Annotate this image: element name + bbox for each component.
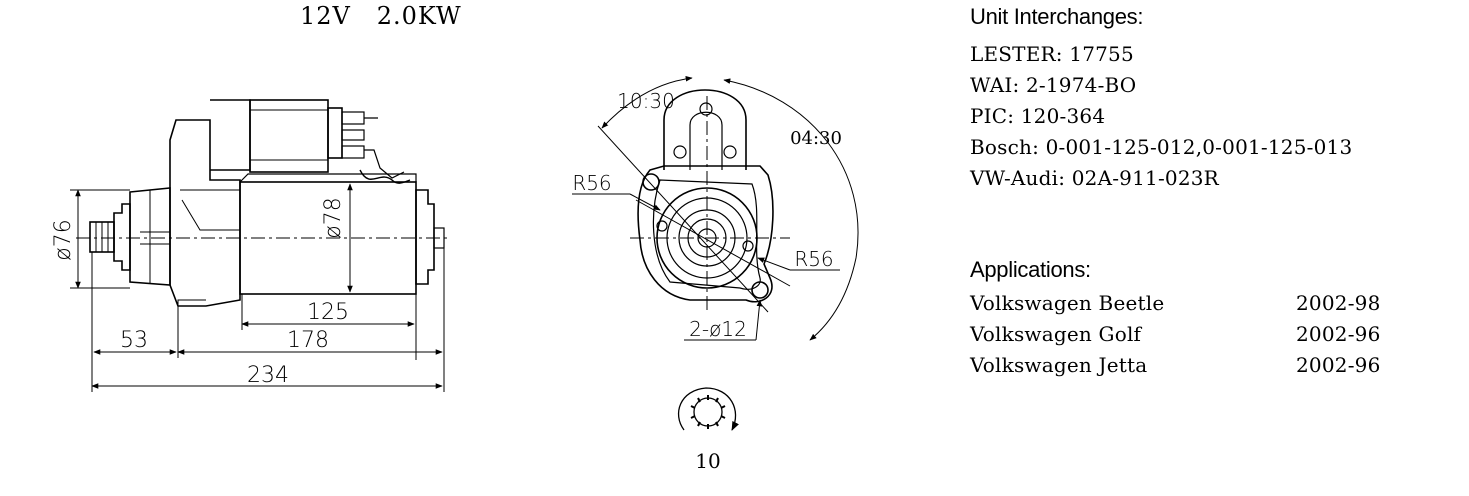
starter-front-view xyxy=(597,89,791,313)
application-years: 2002-96 xyxy=(1296,322,1381,346)
spec-voltage: 12V xyxy=(300,2,351,30)
dim-diameter-76: ø76 xyxy=(51,219,76,260)
side-view-dimensions xyxy=(70,183,445,392)
interchange-lester: LESTER: 17755 xyxy=(970,42,1134,66)
solenoid-terminal xyxy=(327,107,343,159)
interchanges-heading: Unit Interchanges: xyxy=(970,4,1144,29)
mounting-flange xyxy=(169,119,241,307)
application-vehicle: Volkswagen Beetle xyxy=(970,291,1165,315)
dim-length-178: 178 xyxy=(287,328,329,353)
solenoid-cap xyxy=(210,99,251,171)
end-cap xyxy=(415,189,435,285)
drive-collar xyxy=(113,203,131,271)
interchange-bosch: Bosch: 0-001-125-012,0-001-125-013 xyxy=(970,135,1353,159)
front-view-dimensions xyxy=(572,76,859,341)
spec-power: 2.0KW xyxy=(376,2,462,30)
application-vehicle: Volkswagen Golf xyxy=(970,322,1142,346)
spec-line: 12V 2.0KW xyxy=(300,2,462,30)
application-years: 2002-98 xyxy=(1296,291,1381,315)
application-row: Volkswagen Beetle 2002-98 xyxy=(970,291,1450,322)
dim-length-53: 53 xyxy=(120,328,148,353)
solenoid-body xyxy=(249,99,329,173)
dim-radius-left: R56 xyxy=(572,171,611,195)
pinion-gear-detail xyxy=(677,387,739,431)
applications-heading: Applications: xyxy=(970,257,1091,282)
application-vehicle: Volkswagen Jetta xyxy=(970,353,1148,377)
interchange-wai: WAI: 2-1974-BO xyxy=(970,73,1137,97)
interchanges-list: LESTER: 17755 WAI: 2-1974-BO PIC: 120-36… xyxy=(970,42,1352,197)
mount-hole-left xyxy=(642,173,660,191)
dim-angle-0430: 04:30 xyxy=(790,128,842,149)
application-years: 2002-96 xyxy=(1296,353,1381,377)
application-row: Volkswagen Golf 2002-96 xyxy=(970,322,1450,353)
dim-holes-2x12: 2-ø12 xyxy=(689,317,747,341)
dim-diameter-78: ø78 xyxy=(321,197,346,238)
gear-teeth-count: 10 xyxy=(695,449,720,473)
dim-angle-1030: 10:30 xyxy=(617,89,675,113)
application-row: Volkswagen Jetta 2002-96 xyxy=(970,353,1450,384)
interchange-pic: PIC: 120-364 xyxy=(970,104,1106,128)
dim-radius-right: R56 xyxy=(794,247,833,271)
interchange-vw-audi: VW-Audi: 02A-911-023R xyxy=(970,166,1219,190)
starter-side-view xyxy=(76,99,450,307)
dim-length-234: 234 xyxy=(247,363,289,388)
mount-hole-right xyxy=(751,281,769,299)
dim-length-125: 125 xyxy=(307,300,349,325)
applications-list: Volkswagen Beetle 2002-98 Volkswagen Gol… xyxy=(970,291,1450,384)
solenoid-ear xyxy=(663,89,747,170)
